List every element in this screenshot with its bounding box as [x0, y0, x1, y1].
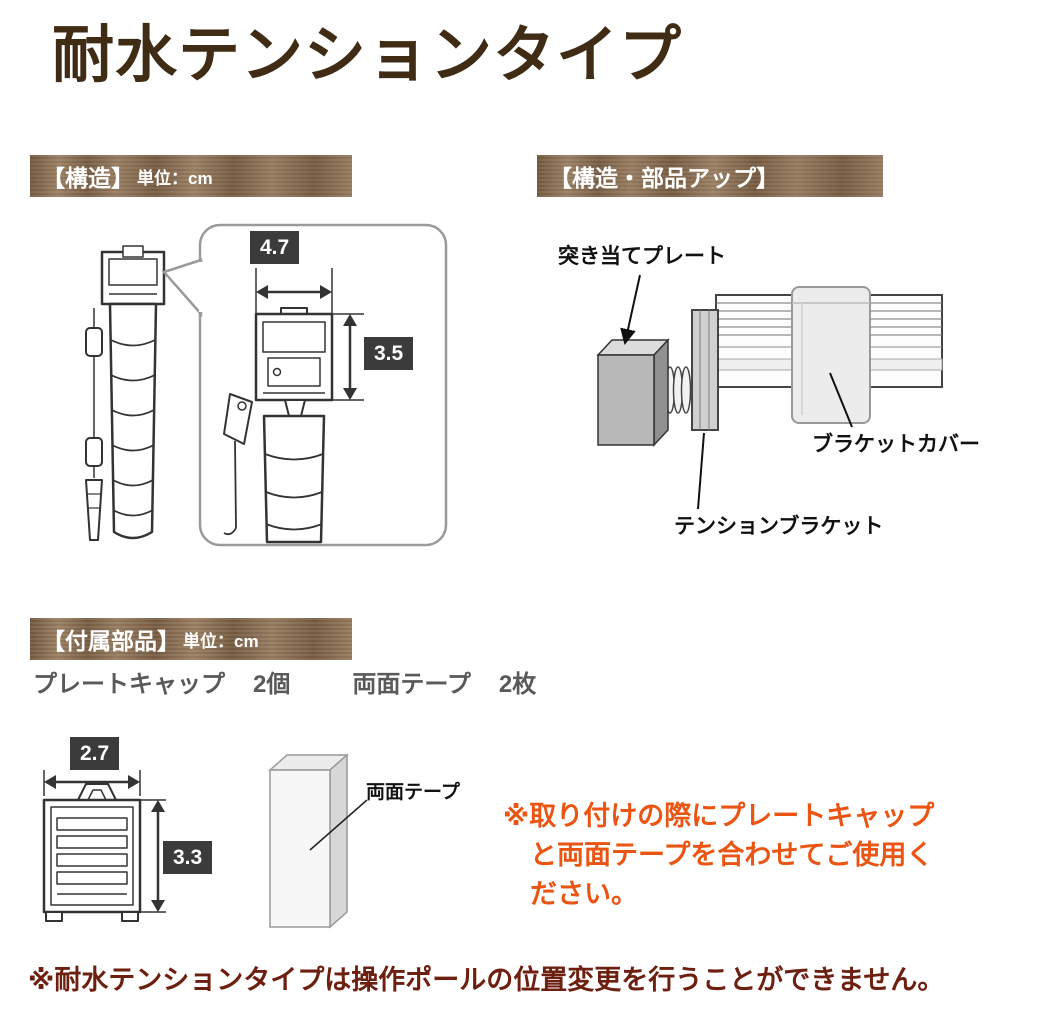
parts-illustration-area [540, 225, 1020, 555]
double-sided-tape-illustration [268, 753, 368, 929]
accessories-unit-label: 単位：cm [183, 631, 259, 651]
dimension-badge-height: 3.5 [361, 335, 416, 372]
plate-cap-illustration [42, 770, 166, 922]
usage-note-line-2: と両面テープを合わせてご使用く [530, 840, 934, 871]
section-bar-accessories: 【付属部品】 単位：cm [30, 618, 352, 660]
cap-dimension-badge-height: 3.3 [160, 839, 215, 876]
usage-note-line-3: ださい。 [530, 879, 638, 910]
double-sided-tape-drawing [268, 753, 368, 929]
abutment-plate-label: 突き当てプレート [558, 245, 726, 268]
accessory-cap-name: プレートキャップ [33, 671, 225, 698]
tension-bracket-illustration [691, 309, 719, 431]
structure-unit-label: 単位：cm [137, 168, 213, 188]
accessory-items-line: プレートキャップ 2個 両面テープ 2枚 [33, 664, 536, 699]
cap-dimension-badge-width: 2.7 [67, 735, 122, 772]
bracket-cover-label: ブラケットカバー [812, 433, 980, 456]
blind-structure-drawing [85, 223, 448, 547]
section-bar-parts: 【構造・部品アップ】 [537, 155, 883, 197]
structure-illustration-area [30, 210, 470, 560]
plate-cap-illustration-area [30, 730, 260, 945]
accessories-heading: 【付属部品】 [42, 628, 180, 654]
dimension-badge-width: 4.7 [247, 229, 302, 266]
blind-side-view-illustration [85, 245, 166, 541]
bracket-cover-illustration [791, 286, 871, 424]
accessory-tape-name: 両面テープ [352, 671, 471, 698]
accessory-item-tape: 両面テープ 2枚 [352, 671, 536, 698]
tension-bracket-label: テンションブラケット [674, 515, 884, 538]
plate-cap-drawing [42, 770, 166, 922]
blind-head-zoom-illustration [223, 268, 364, 544]
tape-illustration-area [255, 745, 495, 945]
accessory-cap-qty: 2個 [253, 671, 291, 698]
structure-heading: 【構造】 [42, 165, 134, 191]
usage-note: ※取り付けの際にプレートキャップ と両面テープを合わせてご使用く ださい。 [503, 797, 934, 914]
tape-leader-line [309, 799, 368, 851]
parts-heading: 【構造・部品アップ】 [549, 165, 779, 191]
footer-note: ※耐水テンションタイプは操作ポールの位置変更を行うことができません。 [28, 965, 945, 995]
abutment-plate-illustration [596, 338, 670, 447]
accessory-tape-qty: 2枚 [498, 671, 537, 698]
page-title: 耐水テンションタイプ [52, 21, 683, 90]
accessory-item-cap: プレートキャップ 2個 [33, 671, 290, 698]
tape-label: 両面テープ [366, 782, 460, 803]
bracket-assembly-drawing [596, 274, 943, 510]
leader-lines [620, 274, 853, 510]
usage-note-line-1: ※取り付けの際にプレートキャップ [503, 801, 935, 831]
section-bar-structure: 【構造】 単位：cm [30, 155, 352, 197]
